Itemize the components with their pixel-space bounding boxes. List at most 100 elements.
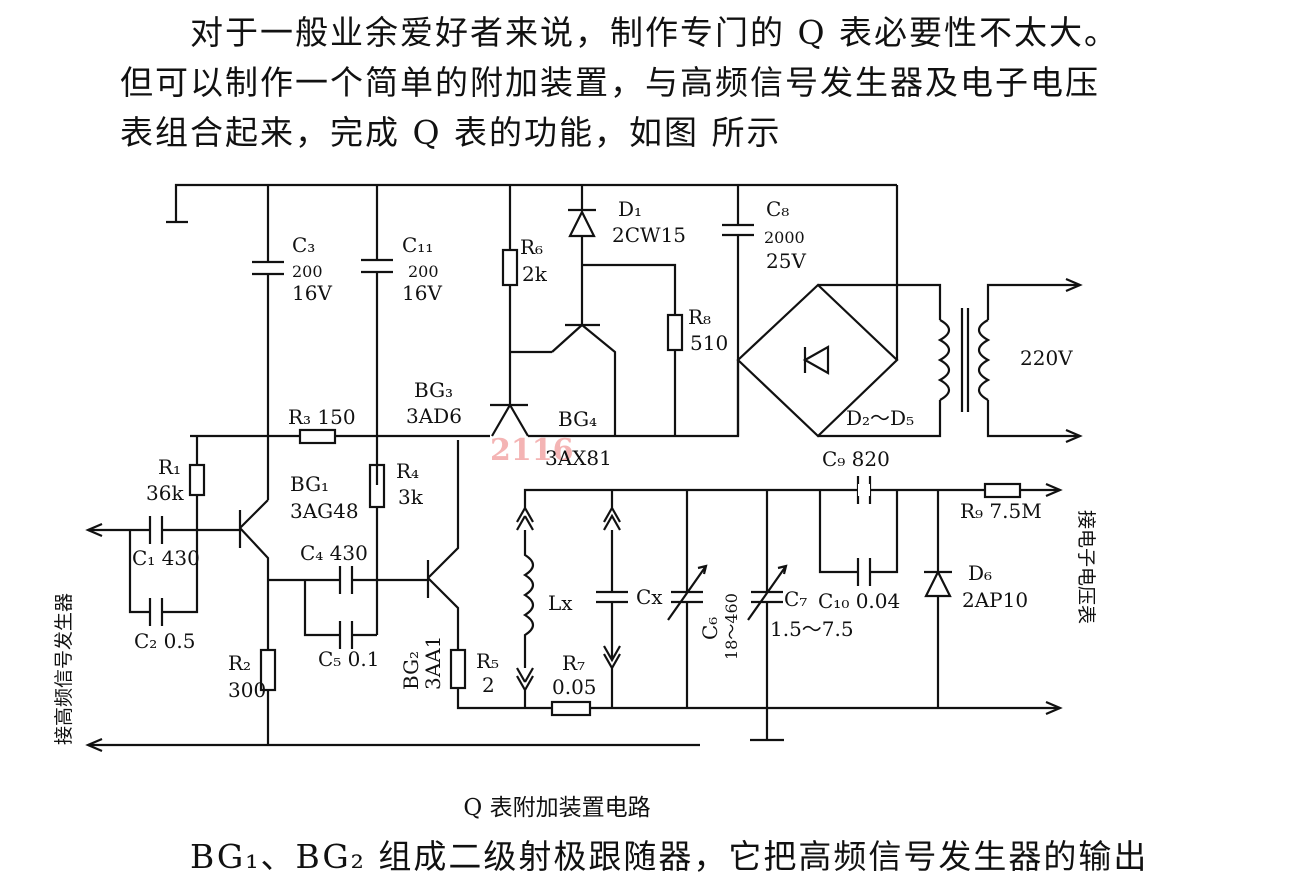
c1-capacitor	[148, 516, 164, 544]
bridge-label: D₂～D₅	[846, 406, 914, 430]
r5-resistor	[449, 648, 467, 690]
watermark: 2116	[490, 433, 574, 468]
c3-name: C₃	[292, 233, 315, 257]
left-side-label: 接高频信号发生器	[53, 593, 75, 745]
r8-resistor	[666, 313, 684, 352]
bg3-transistor	[490, 403, 529, 437]
bg2-transistor	[426, 440, 612, 710]
lx-label: Lx	[548, 591, 573, 615]
paragraph-bottom: BG₁、BG₂ 组成二级射极跟随器，它把高频信号发生器的输出	[190, 837, 1149, 876]
lx-bottom-terminal	[516, 667, 534, 708]
r1-resistor	[188, 463, 206, 497]
c7-name: C₇	[784, 587, 807, 611]
r6-resistor	[501, 248, 519, 287]
c9-label: C₉ 820	[822, 447, 890, 471]
c11-rating: 16V	[402, 281, 442, 305]
r2-value: 300	[228, 678, 266, 702]
c10-wire	[818, 490, 899, 574]
d1-name: D₁	[618, 197, 642, 221]
circuit-diagram: 2116 C₃ 200 16V C₁₁ 200 16V R₆ 2k D₁ 2CW…	[53, 183, 1097, 753]
c6-variable-capacitor	[667, 490, 708, 708]
r7-resistor	[550, 700, 592, 717]
c4-capacitor	[338, 566, 354, 594]
c8-capacitor	[722, 223, 754, 237]
r7-value: 0.05	[552, 675, 597, 699]
c10-label: C₁₀ 0.04	[818, 589, 900, 613]
mains-wires	[986, 283, 1080, 438]
r6-name: R₆	[520, 235, 543, 259]
c11-capacitor	[361, 258, 393, 274]
bg4-transistor	[551, 323, 617, 436]
r8-value: 510	[690, 331, 728, 355]
input-arrow	[85, 522, 103, 538]
lx-top-terminal	[516, 507, 534, 531]
r5-value: 2	[482, 673, 495, 697]
c3-rating: 16V	[292, 281, 332, 305]
ground-arrow-left	[85, 737, 103, 753]
c10-capacitor	[856, 558, 872, 586]
cx-capacitor	[596, 490, 628, 708]
bg1-name: BG₁	[290, 472, 329, 496]
bg4-name: BG₄	[558, 407, 597, 431]
r4-value: 3k	[398, 485, 424, 509]
c5-capacitor	[338, 621, 354, 649]
d6-value: 2AP10	[962, 588, 1028, 612]
bg4-value: 3AX81	[545, 446, 612, 470]
r9-resistor	[983, 482, 1022, 499]
paragraph-line-1: 对于一般业余爱好者来说，制作专门的 Q 表必要性不太大。	[190, 13, 1120, 52]
r1-value: 36k	[146, 481, 184, 505]
c7-variable-capacitor	[747, 490, 788, 742]
c2-capacitor	[148, 598, 164, 626]
c4-label: C₄ 430	[300, 541, 368, 565]
transformer-primary	[937, 319, 951, 401]
transformer-secondary	[977, 319, 991, 401]
r3-line	[190, 360, 740, 438]
r2-resistor	[259, 648, 277, 692]
c8-name: C₈	[766, 197, 789, 221]
c5-label: C₅ 0.1	[318, 647, 379, 671]
lx-inductor	[522, 530, 535, 668]
diagram-caption: Q 表附加装置电路	[463, 795, 651, 821]
c2-wire	[128, 530, 199, 614]
d1-zener-diode	[568, 208, 596, 238]
bg3-name: BG₃	[414, 378, 453, 402]
c11-name: C₁₁	[402, 233, 433, 257]
r5-name: R₅	[476, 649, 499, 673]
output-arrow	[1045, 482, 1063, 498]
transformer-primary-wire	[818, 283, 942, 438]
bg2-name: BG₂	[399, 651, 423, 690]
r8-wire	[582, 263, 677, 436]
c5-wire	[303, 580, 377, 637]
r4-name: R₄	[396, 459, 419, 483]
cx-label: Cx	[636, 585, 663, 609]
r3-label: R₃ 150	[288, 405, 356, 429]
r2-name: R₂	[228, 651, 251, 675]
mains-label: 220V	[1020, 346, 1073, 370]
c6-value: 18～460	[722, 593, 741, 660]
paragraph-top: 对于一般业余爱好者来说，制作专门的 Q 表必要性不太大。 但可以制作一个简单的附…	[0, 8, 1117, 158]
c8-value: 2000	[764, 228, 805, 247]
bg2-value: 3AA1	[421, 636, 445, 690]
ground-arrow-right	[1045, 700, 1063, 716]
right-side-label: 接电子电压表	[1075, 510, 1097, 624]
r8-name: R₈	[688, 305, 711, 329]
tank-top-bus	[523, 488, 938, 508]
r1-name: R₁	[158, 455, 181, 479]
r7-name: R₇	[562, 651, 585, 675]
c7-value: 1.5～7.5	[770, 617, 854, 641]
d6-name: D₆	[968, 561, 992, 585]
c2-label: C₂ 0.5	[134, 629, 195, 653]
mains-arrows	[1065, 277, 1083, 444]
c11-value: 200	[408, 262, 439, 281]
top-rail	[174, 183, 897, 222]
bg1-value: 3AG48	[290, 499, 359, 523]
c1-label: C₁ 430	[132, 546, 200, 570]
c6-name: C₆	[698, 617, 722, 640]
r3-resistor	[298, 428, 337, 445]
paragraph-line-2: 但可以制作一个简单的附加装置，与高频信号发生器及电子电压	[120, 63, 1100, 102]
bridge-diode-symbol	[802, 345, 830, 375]
transformer-core	[960, 308, 970, 412]
r6-value: 2k	[522, 262, 548, 286]
bg3-value: 3AD6	[406, 404, 462, 428]
paragraph-line-3: 表组合起来，完成 Q 表的功能，如图 所示	[120, 113, 782, 152]
